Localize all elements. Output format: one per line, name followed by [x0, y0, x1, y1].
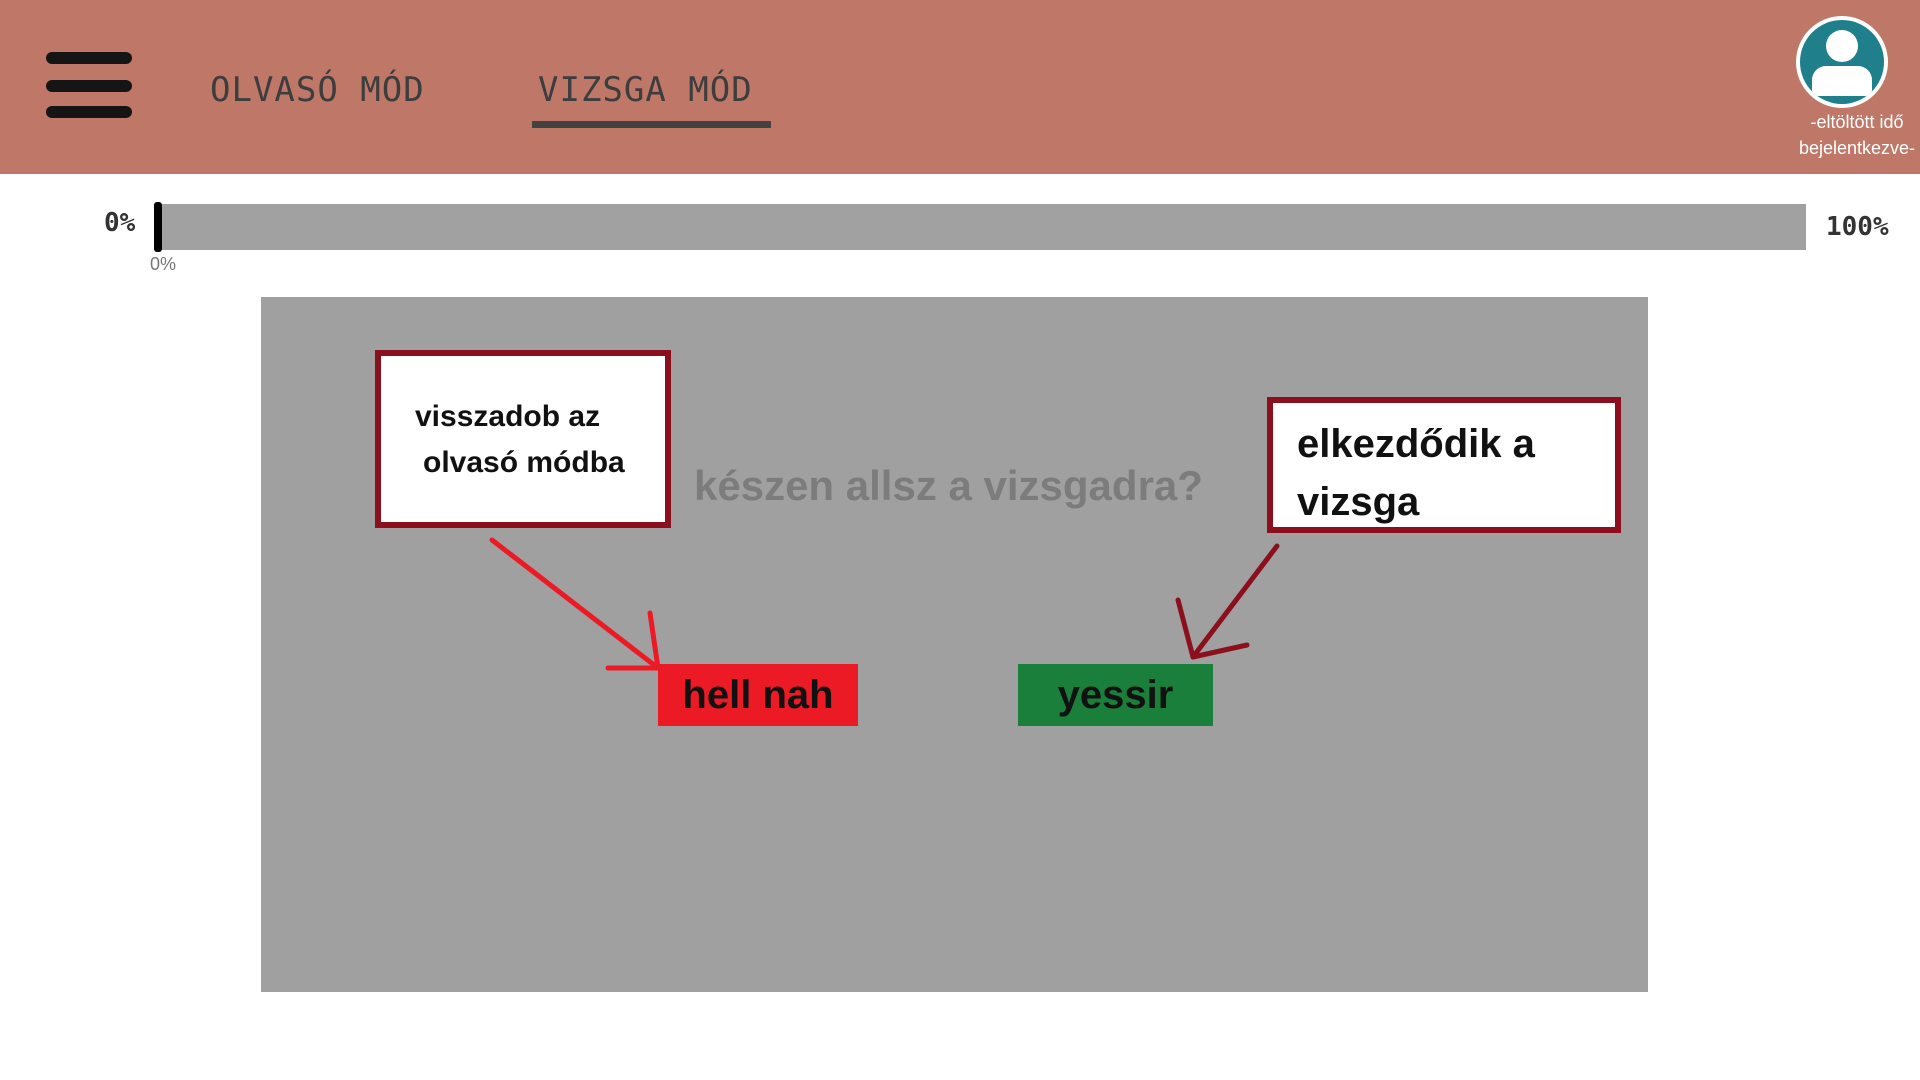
progress-max-label: 100%: [1826, 212, 1889, 242]
hamburger-menu-icon[interactable]: [46, 52, 134, 122]
annotation-exam-starts: elkezdődik a vizsga: [1267, 397, 1621, 533]
progress-min-label: 0%: [104, 208, 136, 238]
decline-button-label: hell nah: [682, 673, 834, 717]
top-header: OLVASÓ MÓD VIZSGA MÓD -eltöltött idő bej…: [0, 0, 1920, 174]
annotation-right-line1: elkezdődik a: [1297, 422, 1535, 466]
annotation-left-line1: visszadob az: [415, 400, 601, 433]
annotation-return-to-reader: visszadob az olvasó módba: [375, 350, 671, 528]
annotation-left-line2: olvasó módba: [423, 446, 625, 479]
progress-track: [154, 204, 1806, 250]
login-status-label: bejelentkezve-: [1798, 138, 1916, 158]
time-spent-label: -eltöltött idő: [1810, 112, 1904, 132]
progress-current-label: 0%: [150, 254, 177, 274]
decline-button[interactable]: hell nah: [658, 664, 858, 726]
active-tab-underline: [532, 121, 771, 128]
tab-reader-mode[interactable]: OLVASÓ MÓD: [210, 70, 425, 110]
ready-question: készen allsz a vizsgadra?: [694, 462, 1203, 509]
annotation-right-line2: vizsga: [1297, 480, 1420, 524]
start-exam-button-label: yessir: [1057, 673, 1174, 717]
progress-handle[interactable]: [154, 202, 162, 252]
user-avatar-icon[interactable]: [1796, 16, 1888, 108]
tab-exam-mode[interactable]: VIZSGA MÓD: [538, 70, 753, 110]
start-exam-button[interactable]: yessir: [1018, 664, 1213, 726]
